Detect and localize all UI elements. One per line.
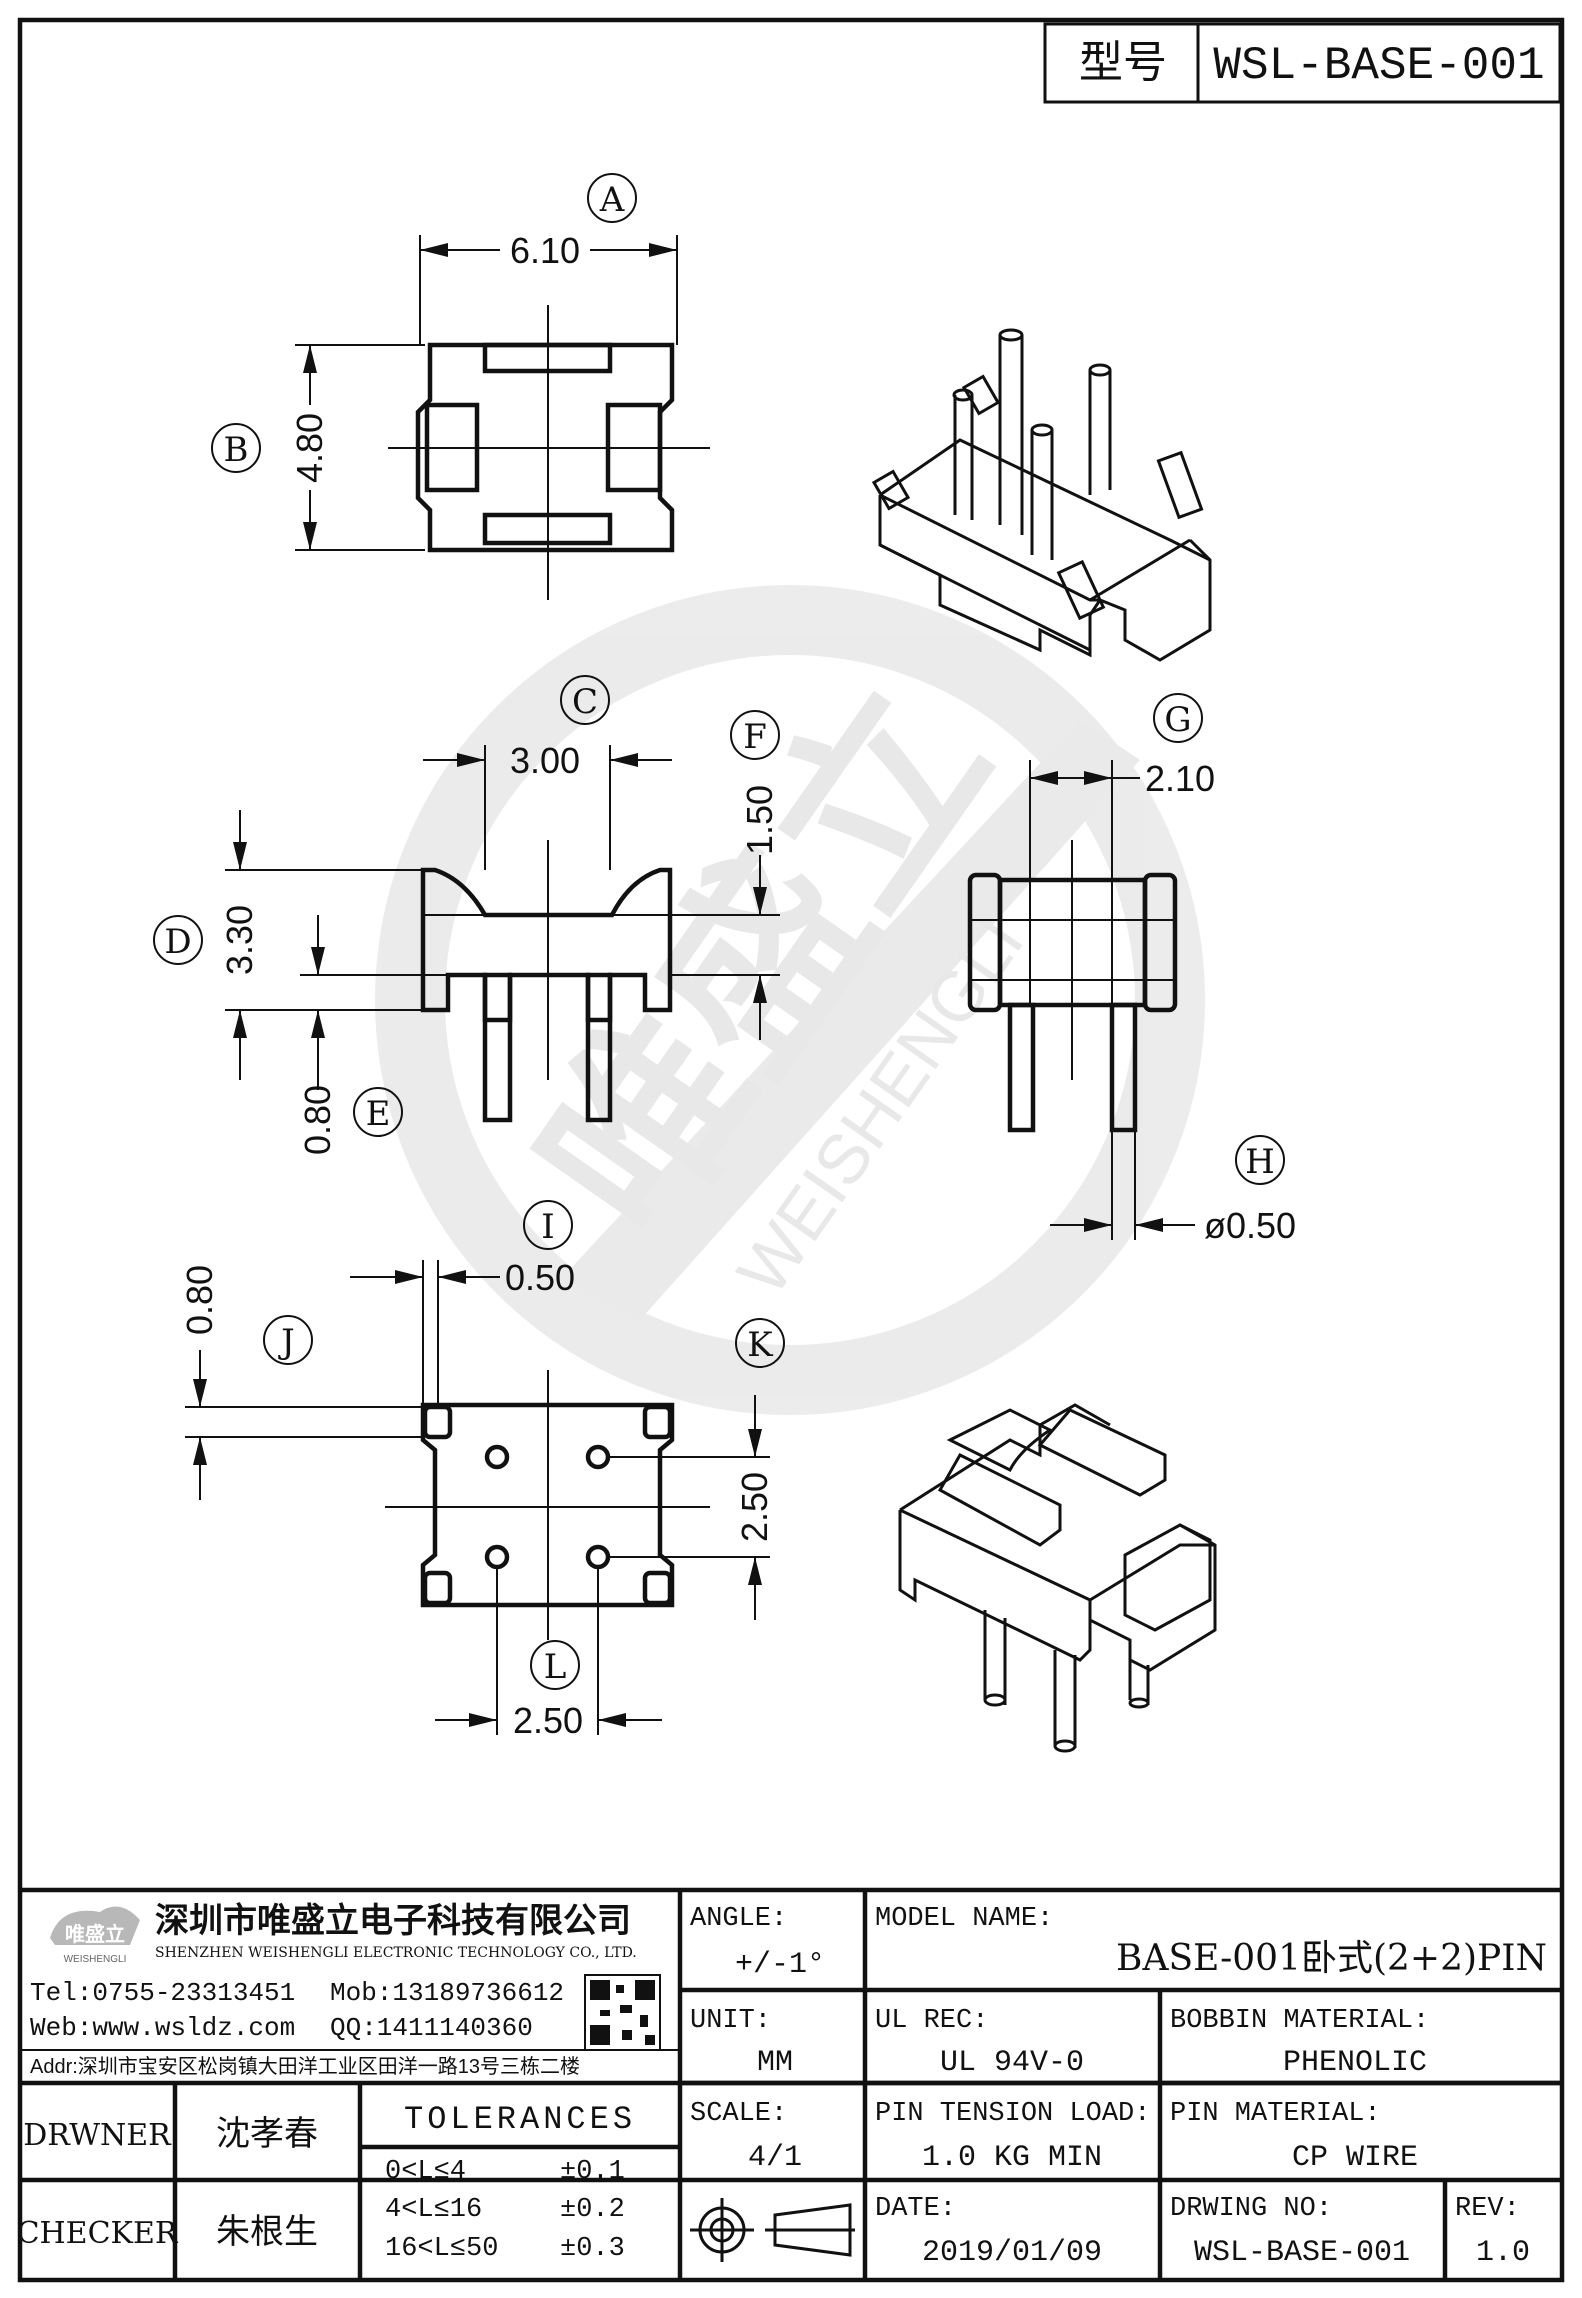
callout-d-label: D bbox=[164, 922, 191, 962]
company-address: Addr:深圳市宝安区松岗镇大田洋工业区田洋一路13号三栋二楼 bbox=[30, 2055, 580, 2078]
qr-code-icon bbox=[584, 1974, 661, 2051]
callout-i bbox=[523, 1200, 573, 1250]
tolerances-title: TOLERANCES bbox=[404, 2101, 636, 2138]
callout-e bbox=[353, 1087, 403, 1137]
title-block: 唯盛立 WEISHENGLI 深圳市唯盛立电子科技有限公司 SHENZHEN W… bbox=[17, 1887, 1562, 2280]
pin-material-label: PIN MATERIAL: bbox=[1170, 2099, 1381, 2129]
drawing-no-value: WSL-BASE-001 bbox=[1194, 2236, 1410, 2270]
dim-l-value: 2.50 bbox=[513, 1700, 583, 1741]
angle-label: ANGLE: bbox=[690, 1904, 787, 1934]
callout-l bbox=[530, 1640, 580, 1690]
callout-h-label: H bbox=[1245, 1142, 1275, 1182]
pin-tension-value: 1.0 KG MIN bbox=[922, 2141, 1102, 2175]
dim-d-value: 3.30 bbox=[219, 905, 260, 975]
callout-a bbox=[587, 173, 637, 223]
dim-e-value: 0.80 bbox=[297, 1085, 338, 1155]
checker-label: CHECKER bbox=[17, 2216, 179, 2251]
dim-b-value: 4.80 bbox=[289, 413, 330, 483]
callout-h bbox=[1235, 1135, 1285, 1185]
projection-symbol-icon bbox=[690, 2198, 855, 2262]
callout-g bbox=[1153, 693, 1203, 743]
tolerance-value-1: ±0.1 bbox=[560, 2157, 625, 2187]
checker-name: 朱根生 bbox=[216, 2212, 318, 2252]
logo-subtext: WEISHENGLI bbox=[64, 1954, 127, 1965]
unit-label: UNIT: bbox=[690, 2006, 771, 2036]
bobbin-material-value: PHENOLIC bbox=[1283, 2046, 1427, 2080]
callout-b bbox=[211, 423, 261, 473]
callout-k-label: K bbox=[747, 1325, 773, 1365]
company-web: Web:www.wsldz.com bbox=[30, 2013, 295, 2043]
dim-i-value: 0.50 bbox=[505, 1257, 575, 1298]
logo-text: 唯盛立 bbox=[65, 1922, 125, 1946]
model-label: 型号 bbox=[1079, 37, 1167, 88]
tolerance-range-2: 4<L≤16 bbox=[385, 2195, 482, 2225]
rev-value: 1.0 bbox=[1476, 2236, 1530, 2270]
date-label: DATE: bbox=[875, 2194, 956, 2224]
model-box: 型号 WSL-BASE-001 bbox=[1043, 22, 1562, 104]
dim-k-value: 2.50 bbox=[734, 1472, 775, 1542]
scale-label: SCALE: bbox=[690, 2099, 787, 2129]
model-number: WSL-BASE-001 bbox=[1213, 40, 1544, 92]
dim-g-value: 2.10 bbox=[1145, 758, 1215, 799]
callout-l-label: L bbox=[544, 1647, 567, 1687]
bobbin-material-label: BOBBIN MATERIAL: bbox=[1170, 2006, 1429, 2036]
isometric-view-bottom bbox=[898, 1403, 1217, 1753]
company-logo: 唯盛立 WEISHENGLI bbox=[50, 1906, 140, 1965]
callout-g-label: G bbox=[1164, 700, 1191, 740]
drawer-label: DRWNER bbox=[23, 2118, 172, 2153]
company-qq: QQ:1411140360 bbox=[330, 2013, 533, 2043]
drawer-name: 沈孝春 bbox=[216, 2114, 318, 2154]
pin-material-value: CP WIRE bbox=[1292, 2141, 1418, 2175]
drawing-no-label: DRWING NO: bbox=[1170, 2194, 1332, 2224]
tolerance-range-1: 0<L≤4 bbox=[385, 2157, 466, 2187]
model-name-label: MODEL NAME: bbox=[875, 1904, 1053, 1934]
front-view: 3.00 C 3.30 D 0.80 E 1.50 F bbox=[153, 675, 780, 1155]
unit-value: MM bbox=[757, 2046, 793, 2080]
callout-k bbox=[735, 1318, 785, 1368]
callout-f bbox=[730, 710, 780, 760]
scale-value: 4/1 bbox=[748, 2141, 802, 2175]
callout-c bbox=[560, 675, 610, 725]
callout-f-label: F bbox=[743, 717, 767, 757]
dim-a-value: 6.10 bbox=[510, 230, 580, 271]
date-value: 2019/01/09 bbox=[922, 2236, 1102, 2270]
ul-rec-label: UL REC: bbox=[875, 2006, 988, 2036]
pin-tension-label: PIN TENSION LOAD: bbox=[875, 2099, 1150, 2129]
callout-c-label: C bbox=[572, 682, 598, 722]
top-view: 6.10 A 4.80 B bbox=[211, 173, 710, 600]
callout-b-label: B bbox=[224, 430, 249, 470]
dim-c-value: 3.00 bbox=[510, 740, 580, 781]
callout-a-label: A bbox=[599, 180, 625, 220]
callout-d bbox=[153, 915, 203, 965]
outer-frame bbox=[17, 17, 1565, 2283]
dim-j-value: 0.80 bbox=[179, 1265, 220, 1335]
rev-label: REV: bbox=[1455, 2194, 1520, 2224]
dim-h-value: ø0.50 bbox=[1204, 1205, 1296, 1246]
tolerance-range-3: 16<L≤50 bbox=[385, 2234, 498, 2264]
callout-j bbox=[263, 1315, 313, 1365]
ul-rec-value: UL 94V-0 bbox=[940, 2046, 1084, 2080]
company-tel: Tel:0755-23313451 bbox=[30, 1978, 295, 2008]
company-name-en: SHENZHEN WEISHENGLI ELECTRONIC TECHNOLOG… bbox=[155, 1945, 637, 1961]
tolerance-value-3: ±0.3 bbox=[560, 2234, 625, 2264]
callout-j-label: J bbox=[278, 1322, 295, 1362]
bottom-view: 0.50 I 0.80 J 2.50 K 2.50 L bbox=[179, 1200, 785, 1741]
angle-value: +/-1° bbox=[735, 1948, 825, 1982]
model-name-value: BASE-001卧式(2+2)PIN bbox=[1116, 1938, 1547, 1979]
dim-f-value: 1.50 bbox=[739, 785, 780, 855]
company-name: 深圳市唯盛立电子科技有限公司 bbox=[155, 1901, 631, 1941]
isometric-view-top bbox=[871, 328, 1212, 662]
callout-i-label: I bbox=[541, 1207, 554, 1247]
company-mobile: Mob:13189736612 bbox=[330, 1978, 564, 2008]
side-view: 2.10 G ø0.50 H bbox=[967, 693, 1296, 1246]
tolerance-value-2: ±0.2 bbox=[560, 2195, 625, 2225]
callout-e-label: E bbox=[366, 1094, 391, 1134]
